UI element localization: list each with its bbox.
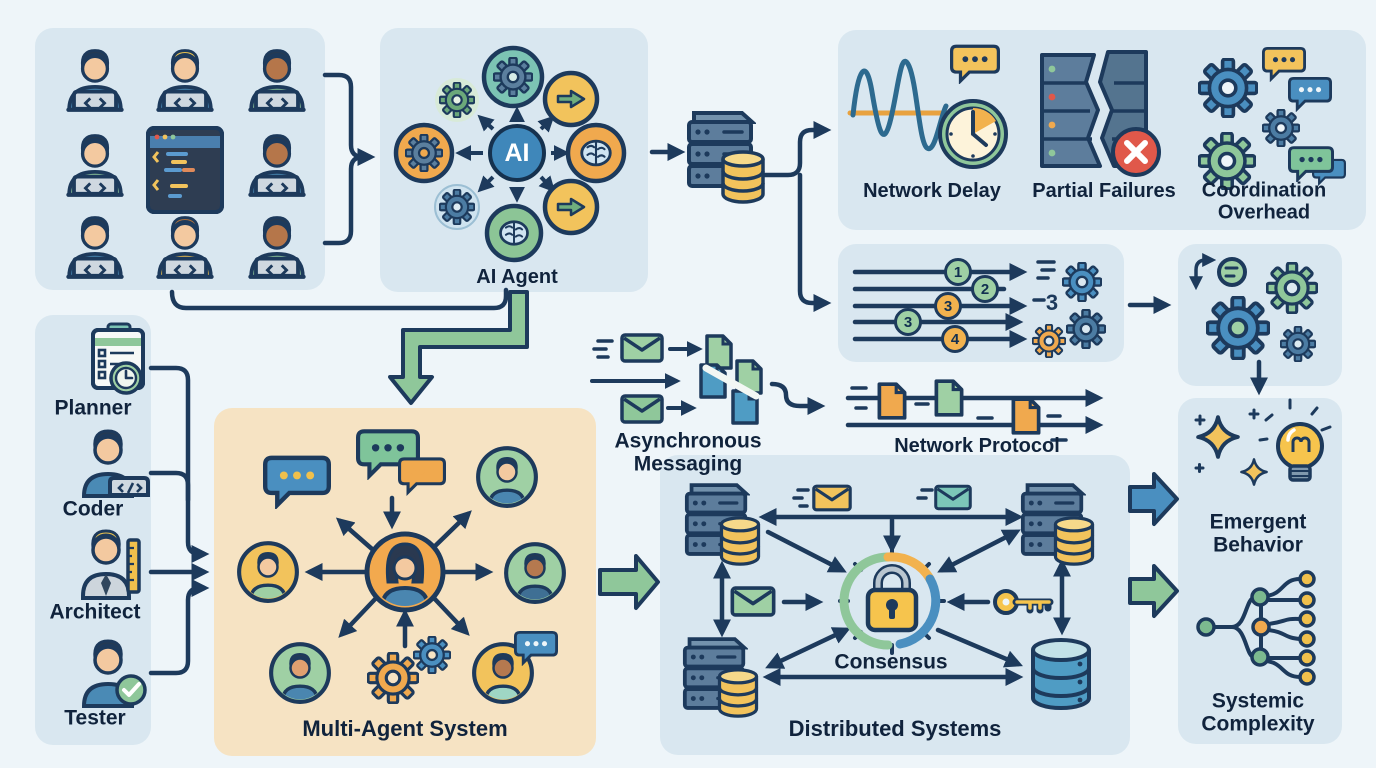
- dev-team-panel: [35, 28, 325, 290]
- ai-agent-panel: [380, 28, 648, 292]
- server-to-ordering-arrow: [797, 172, 832, 312]
- multi-agent-system-panel: [214, 408, 596, 756]
- to-emergent-behavior-arrow: [1128, 472, 1179, 526]
- server-to-challenges-arrow: [761, 121, 832, 178]
- brace-top: [322, 72, 366, 160]
- envelope-icon: [620, 394, 664, 424]
- distributed-systems-panel: [660, 455, 1130, 755]
- message-ordering-panel: [838, 244, 1124, 362]
- coder-connector: [148, 470, 191, 503]
- challenges-panel: [838, 30, 1366, 230]
- ai-to-mas-green-arrow: [388, 290, 529, 405]
- document-icon: [731, 389, 759, 425]
- document-icon: [877, 382, 907, 420]
- tester-connector: [148, 579, 210, 676]
- network-protocol-cluster: [845, 379, 1104, 442]
- roles-panel: [35, 315, 151, 745]
- async-to-protocol-arrow: [769, 381, 826, 415]
- gear-sync-panel: [1178, 244, 1342, 386]
- document-icon: [1011, 397, 1041, 435]
- planner-connector: [148, 365, 210, 563]
- async-messaging-cluster: [590, 333, 763, 425]
- devteam-bottom-line: [169, 287, 509, 311]
- outcomes-panel: [1178, 398, 1342, 744]
- document-icon: [934, 379, 964, 417]
- document-icon: [705, 334, 733, 370]
- envelope-icon: [620, 333, 664, 363]
- mas-to-distributed-arrow: [598, 554, 660, 610]
- to-systemic-complexity-arrow: [1128, 564, 1179, 618]
- document-icon: [699, 363, 727, 399]
- document-icon: [735, 359, 763, 395]
- brace-bottom: [322, 154, 366, 246]
- server-database-icon: [687, 111, 765, 204]
